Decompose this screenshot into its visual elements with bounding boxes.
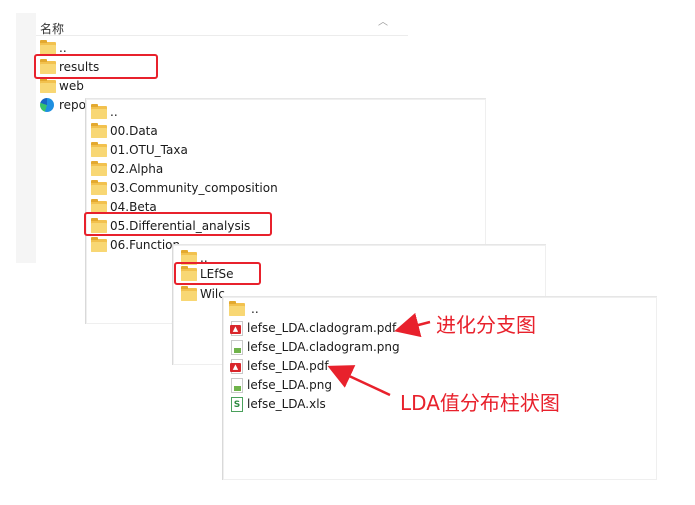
folder-icon bbox=[229, 301, 245, 316]
folder-icon bbox=[91, 104, 107, 119]
annotation-cladogram: 进化分支图 bbox=[436, 313, 536, 337]
explorer-pane-lefse: .. ▲ lefse_LDA.cladogram.pdf lefse_LDA.c… bbox=[222, 296, 657, 480]
folder-icon bbox=[91, 199, 107, 214]
arrow-to-lda-pdf bbox=[327, 365, 391, 397]
folder-icon bbox=[40, 59, 56, 74]
folder-icon bbox=[181, 286, 197, 301]
pdf-file-icon: ▲ bbox=[230, 321, 243, 336]
highlight-box-lefse bbox=[174, 262, 261, 285]
folder-icon bbox=[91, 161, 107, 176]
arrow-to-cladogram bbox=[394, 312, 431, 338]
folder-icon bbox=[91, 123, 107, 138]
folder-icon bbox=[40, 40, 56, 55]
folder-icon bbox=[40, 78, 56, 93]
pdf-file-icon: ▲ bbox=[230, 359, 243, 374]
xls-file-icon: S bbox=[231, 397, 243, 412]
folder-icon bbox=[91, 237, 107, 252]
highlight-box-results bbox=[34, 54, 158, 79]
annotation-lda-barplot: LDA值分布柱状图 bbox=[400, 391, 560, 415]
folder-icon bbox=[181, 266, 197, 281]
column-header-name[interactable]: 名称 bbox=[40, 22, 65, 36]
edge-browser-icon bbox=[40, 98, 54, 112]
folder-icon bbox=[91, 142, 107, 157]
highlight-box-differential bbox=[84, 212, 272, 236]
folder-icon bbox=[181, 250, 197, 265]
column-sort-chevron-icon[interactable]: ︿ bbox=[378, 17, 388, 28]
png-file-icon bbox=[231, 378, 243, 393]
png-file-icon bbox=[231, 340, 243, 355]
folder-icon bbox=[91, 180, 107, 195]
folder-icon bbox=[91, 218, 107, 233]
